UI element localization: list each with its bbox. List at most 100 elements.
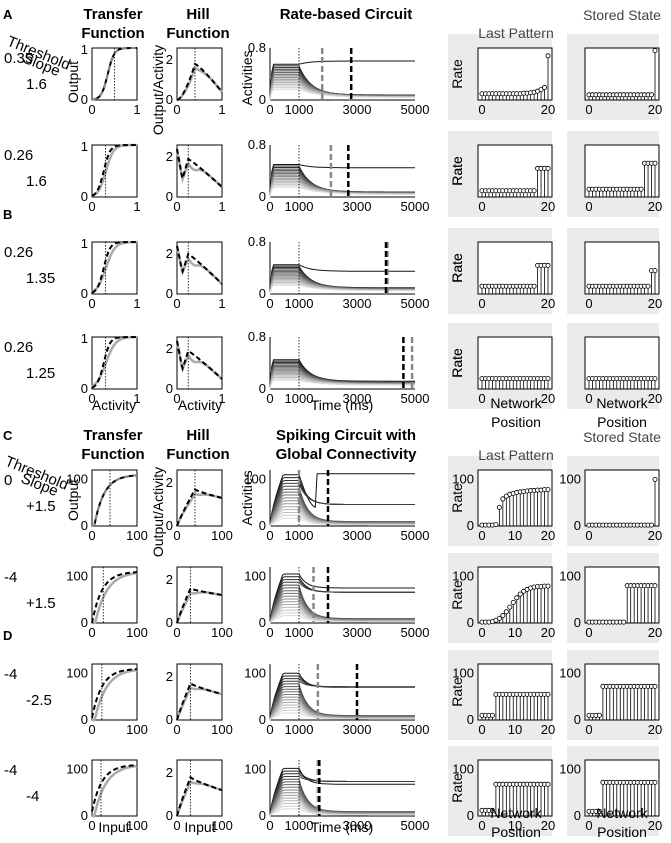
last_pattern-xtick: 0 — [478, 199, 485, 214]
hill-xtick: 1 — [218, 296, 225, 311]
transfer-ytick: 1 — [81, 236, 88, 251]
rate-ylabel: Rate — [449, 253, 465, 283]
circuit-ytick: 0 — [259, 712, 266, 727]
hill-axes — [176, 759, 223, 817]
hill-axes — [176, 336, 223, 390]
circuit-trace — [269, 517, 415, 527]
stored_state-point — [652, 583, 658, 589]
stored_state-axes — [584, 47, 660, 101]
hill-xtick: 0 — [173, 722, 180, 737]
xlabel-input-hill: Input — [184, 819, 215, 835]
transfer-ytick: 1 — [81, 331, 88, 346]
circuit-ytick: 0 — [259, 286, 266, 301]
transfer-axes — [91, 241, 138, 295]
stored_state-point — [621, 619, 627, 625]
last_pattern-ytick: 100 — [452, 568, 474, 583]
stored_state-point — [596, 712, 602, 718]
hill-ytick: 0 — [166, 92, 173, 107]
circuit-ytick: 0.8 — [248, 329, 266, 344]
output-ylabel-rate: Output — [65, 61, 81, 103]
last_pattern-xtick: 0 — [478, 391, 485, 406]
transfer-axes — [91, 566, 138, 624]
stored_state-point — [638, 186, 644, 192]
last_pattern-axes — [477, 663, 553, 721]
last_pattern-point — [545, 583, 551, 589]
last_pattern-xtick: 20 — [541, 528, 555, 543]
hill-xtick: 100 — [211, 528, 233, 543]
last_pattern-point — [545, 691, 551, 697]
title-transfer-top-2: Function — [81, 25, 144, 42]
transfer-ytick: 0 — [81, 808, 88, 823]
xlabel-position-last-rate: Position — [491, 414, 541, 430]
last_pattern-point — [531, 283, 537, 289]
activities-ylabel-spiking: Activities — [239, 470, 255, 525]
transfer-curve — [91, 144, 137, 197]
hill-xtick: 0 — [173, 296, 180, 311]
hill-xtick: 100 — [211, 722, 233, 737]
transfer-xtick: 0 — [88, 199, 95, 214]
hill-axes — [176, 47, 223, 101]
circuit-xtick: 1000 — [285, 391, 314, 406]
rate-ylabel: Rate — [449, 483, 465, 513]
param-slope: -4 — [26, 788, 39, 805]
param-slope: 1.35 — [26, 270, 55, 287]
circuit-xtick: 0 — [266, 391, 273, 406]
circuit-xtick: 5000 — [401, 296, 430, 311]
last_pattern-xtick: 20 — [541, 102, 555, 117]
circuit-trace — [269, 379, 415, 390]
hill-axes — [176, 144, 223, 198]
circuit-xtick: 0 — [266, 102, 273, 117]
hill-axes — [176, 241, 223, 295]
transfer-xtick: 0 — [88, 102, 95, 117]
xlabel-position-stored-spiking: Position — [597, 824, 647, 840]
title-hill-top-2: Function — [166, 25, 229, 42]
hill-xtick: 1 — [218, 102, 225, 117]
circuit-xtick: 1000 — [285, 818, 314, 833]
param-slope: +1.5 — [26, 595, 56, 612]
last_pattern-xtick: 20 — [541, 199, 555, 214]
hill-ytick: 2 — [166, 572, 173, 587]
panel-letter-d: D — [3, 628, 12, 643]
last-pattern-title-bottom: Last Pattern — [478, 447, 554, 463]
stored_state-xtick: 0 — [585, 625, 592, 640]
stored_state-xtick: 20 — [648, 199, 662, 214]
circuit-trace — [269, 284, 415, 295]
last_pattern-axes — [477, 47, 553, 101]
title-hill-top-1: Hill — [186, 6, 209, 23]
hill-curve — [176, 245, 223, 285]
transfer-axes — [91, 469, 138, 527]
last_pattern-ytick: 0 — [467, 808, 474, 823]
last_pattern-xtick: 10 — [508, 818, 522, 833]
panel-letter-c: C — [3, 428, 13, 443]
circuit-xtick: 5000 — [401, 528, 430, 543]
transfer-xtick: 0 — [88, 722, 95, 737]
last_pattern-xtick: 0 — [478, 722, 485, 737]
hill-curve — [176, 62, 223, 101]
title-spiking-circuit-2: Global Connectivity — [276, 446, 418, 463]
transfer-gray-curve — [92, 668, 138, 722]
circuit-xtick: 0 — [266, 528, 273, 543]
hill-gray-curve — [175, 779, 223, 817]
hill-ytick: 2 — [166, 669, 173, 684]
hill-gray-curve — [175, 245, 223, 285]
circuit-xtick: 1000 — [285, 625, 314, 640]
circuit-xtick: 0 — [266, 199, 273, 214]
param-threshold: -4 — [4, 762, 17, 779]
transfer-xtick: 1 — [133, 391, 140, 406]
last_pattern-point — [542, 85, 548, 91]
last_pattern-point — [489, 712, 495, 718]
panel-letter-b: B — [3, 207, 12, 222]
param-threshold: 0.26 — [4, 244, 33, 261]
circuit-xtick: 5000 — [401, 625, 430, 640]
transfer-curve — [91, 241, 137, 294]
transfer-ytick: 0 — [81, 286, 88, 301]
last_pattern-point — [510, 599, 516, 605]
stored_state-point — [649, 522, 655, 528]
transfer-ytick: 1 — [81, 42, 88, 57]
